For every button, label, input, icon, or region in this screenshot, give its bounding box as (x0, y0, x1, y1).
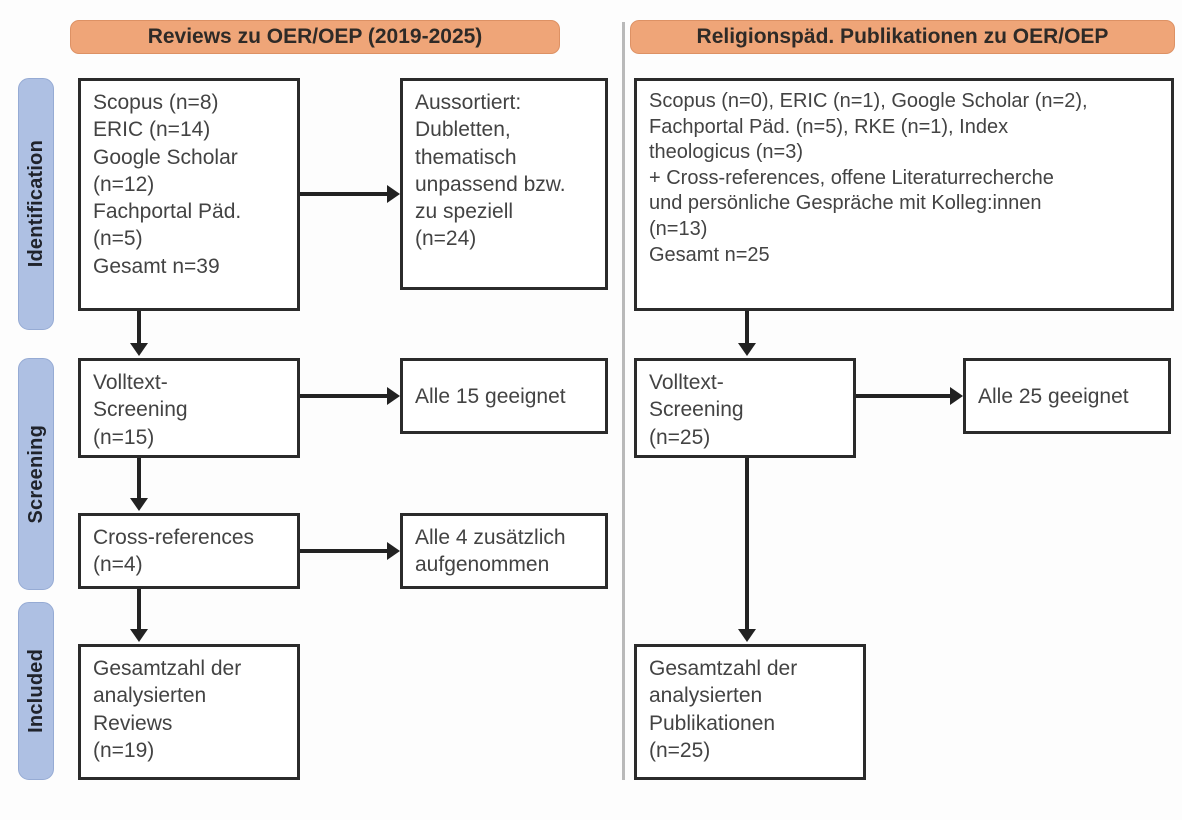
arrow-left-screening-to-result (387, 387, 400, 405)
arrow-right-sources-to-screening (738, 343, 756, 356)
connector-left-sources-to-screening (137, 311, 141, 345)
left-identification-sources-box: Scopus (n=8) ERIC (n=14) Google Scholar … (78, 78, 300, 311)
column-header-reviews: Reviews zu OER/OEP (2019-2025) (70, 20, 560, 54)
stage-label-identification: Identification (18, 78, 54, 330)
right-screening-box: Volltext- Screening (n=25) (634, 358, 856, 458)
right-identification-sources-box: Scopus (n=0), ERIC (n=1), Google Scholar… (634, 78, 1174, 311)
arrow-left-crossrefs-to-included (130, 629, 148, 642)
left-excluded-box: Aussortiert: Dubletten, thematisch unpas… (400, 78, 608, 290)
right-screening-result-box: Alle 25 geeignet (963, 358, 1171, 434)
left-crossrefs-result-box: Alle 4 zusätzlich aufgenommen (400, 513, 608, 589)
column-divider (622, 22, 625, 780)
left-included-box: Gesamtzahl der analysierten Reviews (n=1… (78, 644, 300, 780)
right-included-box: Gesamtzahl der analysierten Publikatione… (634, 644, 866, 780)
stage-label-included-text: Included (24, 649, 47, 733)
column-header-religionspaed: Religionspäd. Publikationen zu OER/OEP (630, 20, 1175, 54)
stage-label-screening-text: Screening (24, 424, 47, 524)
arrow-left-sources-to-excluded (387, 185, 400, 203)
stage-label-identification-text: Identification (24, 140, 47, 268)
left-screening-result-box: Alle 15 geeignet (400, 358, 608, 434)
connector-left-screening-to-crossrefs (137, 458, 141, 500)
connector-right-sources-to-screening (745, 311, 749, 345)
arrow-left-crossrefs-to-result (387, 542, 400, 560)
connector-left-crossrefs-to-included (137, 589, 141, 631)
stage-label-screening: Screening (18, 358, 54, 590)
arrow-right-screening-to-included (738, 629, 756, 642)
connector-left-sources-to-excluded (300, 192, 387, 196)
left-crossrefs-box: Cross-references (n=4) (78, 513, 300, 589)
connector-right-screening-to-result (856, 394, 950, 398)
left-screening-box: Volltext- Screening (n=15) (78, 358, 300, 458)
connector-left-crossrefs-to-result (300, 549, 387, 553)
arrow-right-screening-to-result (950, 387, 963, 405)
arrow-left-sources-to-screening (130, 343, 148, 356)
arrow-left-screening-to-crossrefs (130, 498, 148, 511)
stage-label-included: Included (18, 602, 54, 780)
connector-right-screening-to-included (745, 458, 749, 631)
connector-left-screening-to-result (300, 394, 387, 398)
